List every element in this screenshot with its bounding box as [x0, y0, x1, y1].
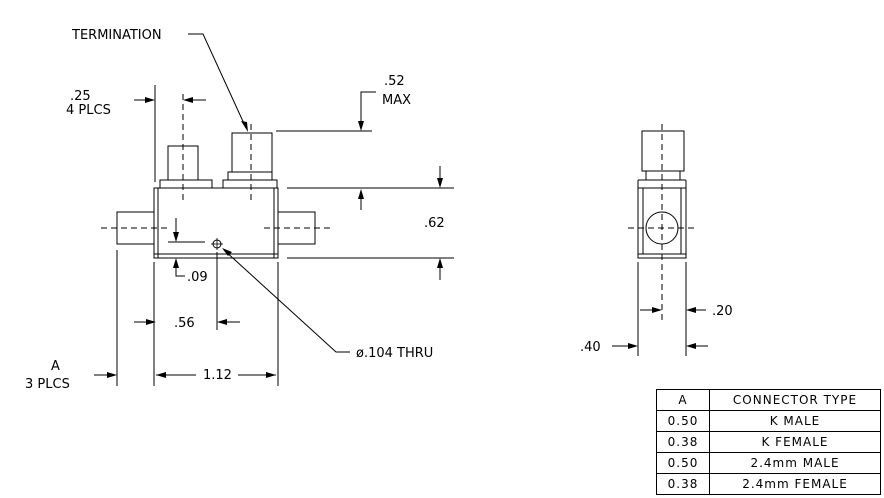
- front-view: [101, 94, 330, 259]
- side-dimensions: .20 .40: [580, 262, 733, 356]
- pitch-arrow-left: [145, 97, 155, 103]
- side-width-arrow-right: [686, 343, 696, 349]
- connector-table-header: A CONNECTOR TYPE: [656, 389, 881, 411]
- hole-callout-leader: [223, 249, 350, 353]
- front-dimensions: TERMINATION .25 4 PLCS .52 MAX .62 .09: [25, 28, 454, 392]
- length-arrow-left: [156, 372, 166, 378]
- body-height-value: .62: [424, 216, 445, 231]
- header-connector-type: CONNECTOR TYPE: [709, 389, 881, 411]
- top-connector-right-nut: [227, 171, 273, 181]
- a-arrow: [107, 372, 117, 378]
- hole-spacing-arrow-left: [146, 319, 156, 325]
- a-qty: 3 PLCS: [25, 377, 70, 392]
- cell-a: 0.50: [656, 410, 710, 432]
- termination-connector: [231, 132, 273, 173]
- cell-a: 0.38: [656, 431, 710, 453]
- side-offset-value: .20: [712, 304, 733, 319]
- length-value: 1.12: [203, 368, 232, 383]
- hole-offset-arrow-top: [173, 232, 179, 242]
- table-row: 0.38 K FEMALE: [656, 431, 881, 453]
- side-offset-arrow-right: [686, 307, 696, 313]
- cell-type: 2.4mm MALE: [709, 452, 881, 474]
- hole-spacing-arrow-right: [217, 319, 227, 325]
- cell-type: K FEMALE: [709, 431, 881, 453]
- table-row: 0.50 K MALE: [656, 410, 881, 432]
- header-a: A: [656, 389, 710, 411]
- pitch-qty: 4 PLCS: [66, 103, 111, 118]
- height-leader-top: [360, 91, 376, 129]
- side-width-value: .40: [580, 340, 601, 355]
- side-view: [628, 124, 698, 320]
- termination-label: TERMINATION: [71, 28, 162, 43]
- connector-table: A CONNECTOR TYPE 0.50 K MALE 0.38 K FEMA…: [656, 389, 881, 495]
- height-qualifier: MAX: [382, 93, 411, 108]
- cell-a: 0.38: [656, 473, 710, 495]
- side-width-arrow-left: [628, 343, 638, 349]
- body-height-arrow-top: [437, 178, 443, 188]
- termination-arrow: [241, 121, 248, 132]
- cell-type: 2.4mm FEMALE: [709, 473, 881, 495]
- side-offset-arrow-left: [652, 307, 662, 313]
- cell-a: 0.50: [656, 452, 710, 474]
- side-connector-nut: [645, 170, 681, 181]
- hole-spacing-value: .56: [174, 316, 195, 331]
- table-row: 0.38 2.4mm FEMALE: [656, 473, 881, 495]
- hole-offset-value: .09: [187, 270, 208, 285]
- hole-offset-arrow-bottom: [173, 258, 179, 268]
- hole-callout: ø.104 THRU: [356, 346, 433, 361]
- pitch-value: .25: [70, 89, 91, 104]
- height-arrow-top: [358, 121, 364, 131]
- a-label: A: [51, 359, 60, 374]
- pitch-arrow-right: [183, 97, 193, 103]
- top-connector-right-base: [222, 179, 278, 189]
- top-connector-left-base: [159, 179, 213, 189]
- height-value: .52: [384, 74, 405, 89]
- length-arrow-right: [266, 372, 276, 378]
- cell-type: K MALE: [709, 410, 881, 432]
- hole-callout-arrow: [222, 248, 232, 256]
- height-arrow-bottom: [358, 189, 364, 199]
- body-height-arrow-bottom: [437, 258, 443, 268]
- side-connector-top: [641, 130, 685, 172]
- termination-leader: [188, 33, 247, 129]
- table-row: 0.50 2.4mm MALE: [656, 452, 881, 474]
